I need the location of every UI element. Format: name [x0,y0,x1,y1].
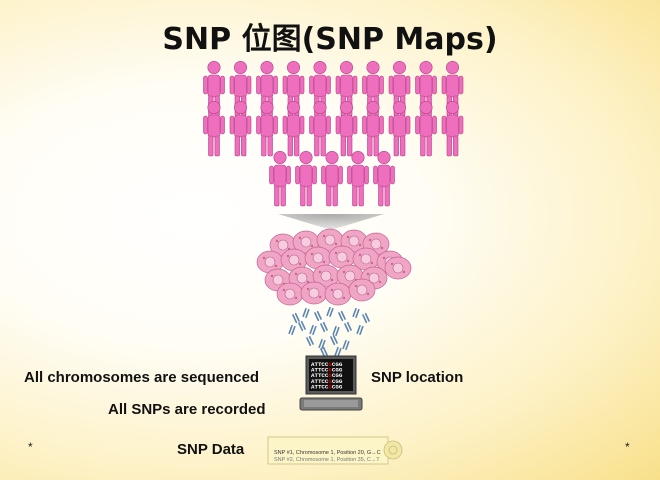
cell [276,282,304,306]
chromosome [298,320,306,332]
cell [384,256,412,280]
person-figure [294,150,318,207]
chromosome [302,307,310,319]
screen-sequence-line: ATTCCGCGG [311,378,343,385]
cell [256,250,284,274]
cell [316,228,344,252]
person-figure [202,100,226,157]
person-figure [268,150,292,207]
chromosome [320,346,328,358]
snp-data-label: SNP Data [177,441,245,458]
chromosome [292,312,300,324]
screen-sequence-line: ATTCCGCGG [311,367,343,374]
chromosome [362,312,370,324]
person-figure [372,150,396,207]
screen-sequence-line: ATTCCGCGG [311,383,343,390]
chromosome [332,325,340,337]
person-figure [388,100,411,157]
footnote-star-right: * [625,440,630,454]
chromosome [314,310,322,322]
person-figure [414,100,438,157]
chromosome [326,306,334,318]
population-crowd [202,60,464,207]
snp-record-2: SNP #2, Chromosome 1, Position 35, C→T [274,457,380,463]
cell [336,264,364,288]
cell [328,245,356,269]
cell [312,264,340,288]
sequencer-computer: ATTCCGCGGATTCCGCGGATTCCGCGGATTCCGCGGATTC… [299,355,363,411]
cell [300,281,328,305]
person-figure [255,100,279,157]
chromosome [288,324,296,336]
chromosome [330,334,338,346]
chromosome [356,324,364,336]
sequenced-label: All chromosomes are sequenced [24,369,260,386]
person-figure [308,100,332,157]
funnel [278,214,384,230]
person-figure [361,100,385,157]
slide-title: SNP 位图(SNP Maps) [162,22,498,57]
person-figure [320,150,344,207]
snp-location-label: SNP location [371,369,464,386]
chromosome [306,335,314,347]
chromosome [342,339,350,351]
chromosome [309,324,317,336]
cell [324,282,352,306]
screen-sequence-line: ATTCCGCGG [311,361,343,368]
cell [292,230,320,254]
person-figure [335,100,358,157]
cell-cluster [256,228,412,306]
chromosome [344,321,352,333]
recorded-label: All SNPs are recorded [108,401,266,418]
person-figure [346,150,370,207]
monitor-screen-text: ATTCCGCGGATTCCGCGGATTCCGCGGATTCCGCGGATTC… [311,361,343,390]
chromosome [318,338,326,350]
snp-record-1: SNP #1, Chromosome 1, Position 20, G→C [274,450,381,456]
cell [348,278,376,302]
chromosome [338,310,346,322]
chromosome [334,346,342,358]
footnote-star-left: * [28,440,33,454]
chromosome-scatter [288,306,370,358]
person-figure [441,100,464,157]
snp-data-scroll: SNP #1, Chromosome 1, Position 20, G→C S… [267,436,403,465]
cell [304,246,332,270]
person-figure [282,100,305,157]
chromosome [320,321,328,333]
cell [352,247,380,271]
screen-sequence-line: ATTCCGCGG [311,372,343,379]
person-figure [229,100,252,157]
cell [340,229,368,253]
chromosome [352,307,360,319]
